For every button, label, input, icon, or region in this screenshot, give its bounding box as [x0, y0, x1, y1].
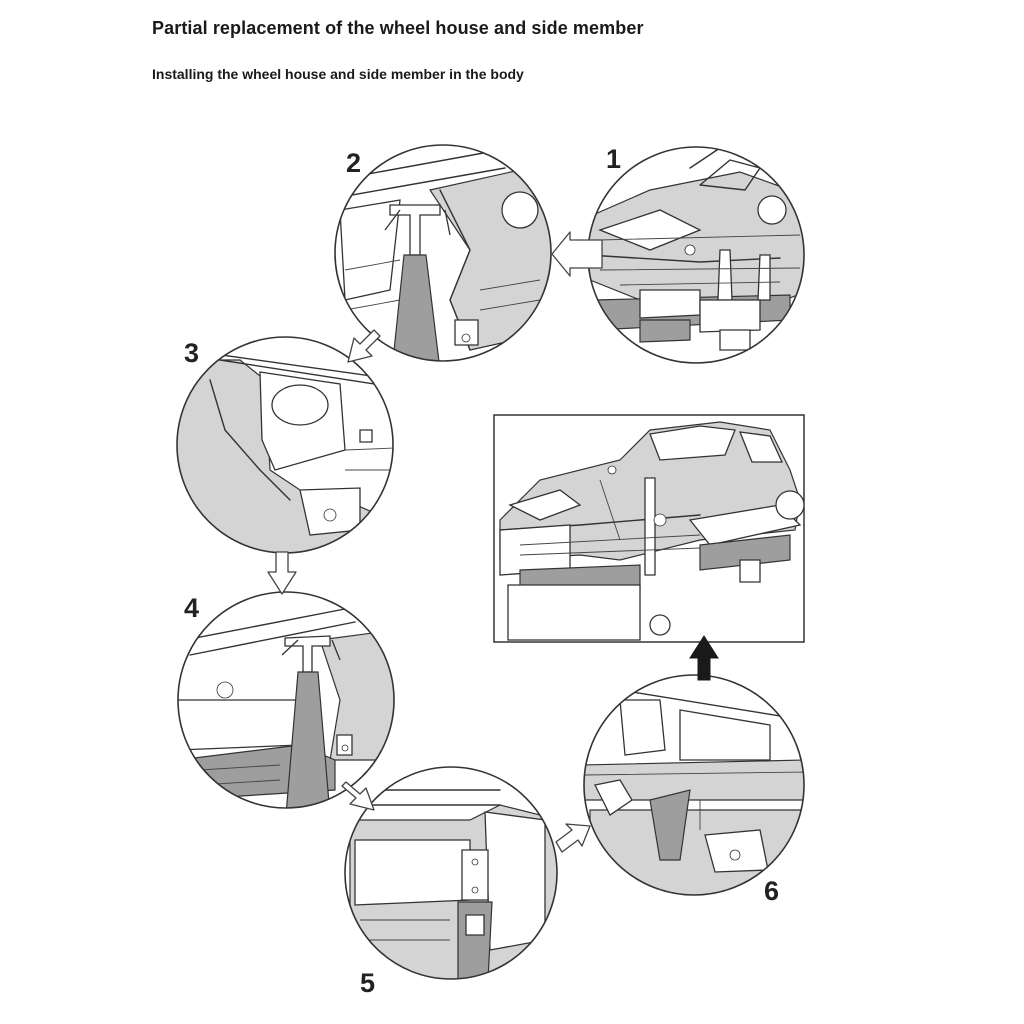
step-2-detail [334, 144, 552, 362]
main-overview-figure [493, 414, 805, 643]
step-1-detail [587, 146, 805, 364]
page-title: Partial replacement of the wheel house a… [152, 18, 644, 38]
step-2-number: 2 [346, 148, 361, 178]
step-6-detail [583, 674, 805, 896]
flow-arrow-5-to-6 [555, 823, 591, 853]
step-1-number: 1 [606, 144, 621, 174]
flow-arrow-4-to-5 [341, 781, 375, 811]
step-6-number: 6 [764, 876, 779, 906]
main-overview-arrow [689, 635, 719, 681]
step-3-detail [176, 336, 394, 554]
step-5-detail [344, 766, 558, 980]
step-3-number: 3 [184, 338, 199, 368]
flow-arrow-2-to-3 [347, 329, 381, 363]
page-subtitle: Installing the wheel house and side memb… [152, 66, 524, 82]
flow-arrow-3-to-4 [267, 551, 297, 595]
step-4-detail [177, 591, 395, 809]
step-4-number: 4 [184, 593, 199, 623]
flow-arrow-1-to-2 [551, 231, 603, 277]
step-5-number: 5 [360, 968, 375, 998]
